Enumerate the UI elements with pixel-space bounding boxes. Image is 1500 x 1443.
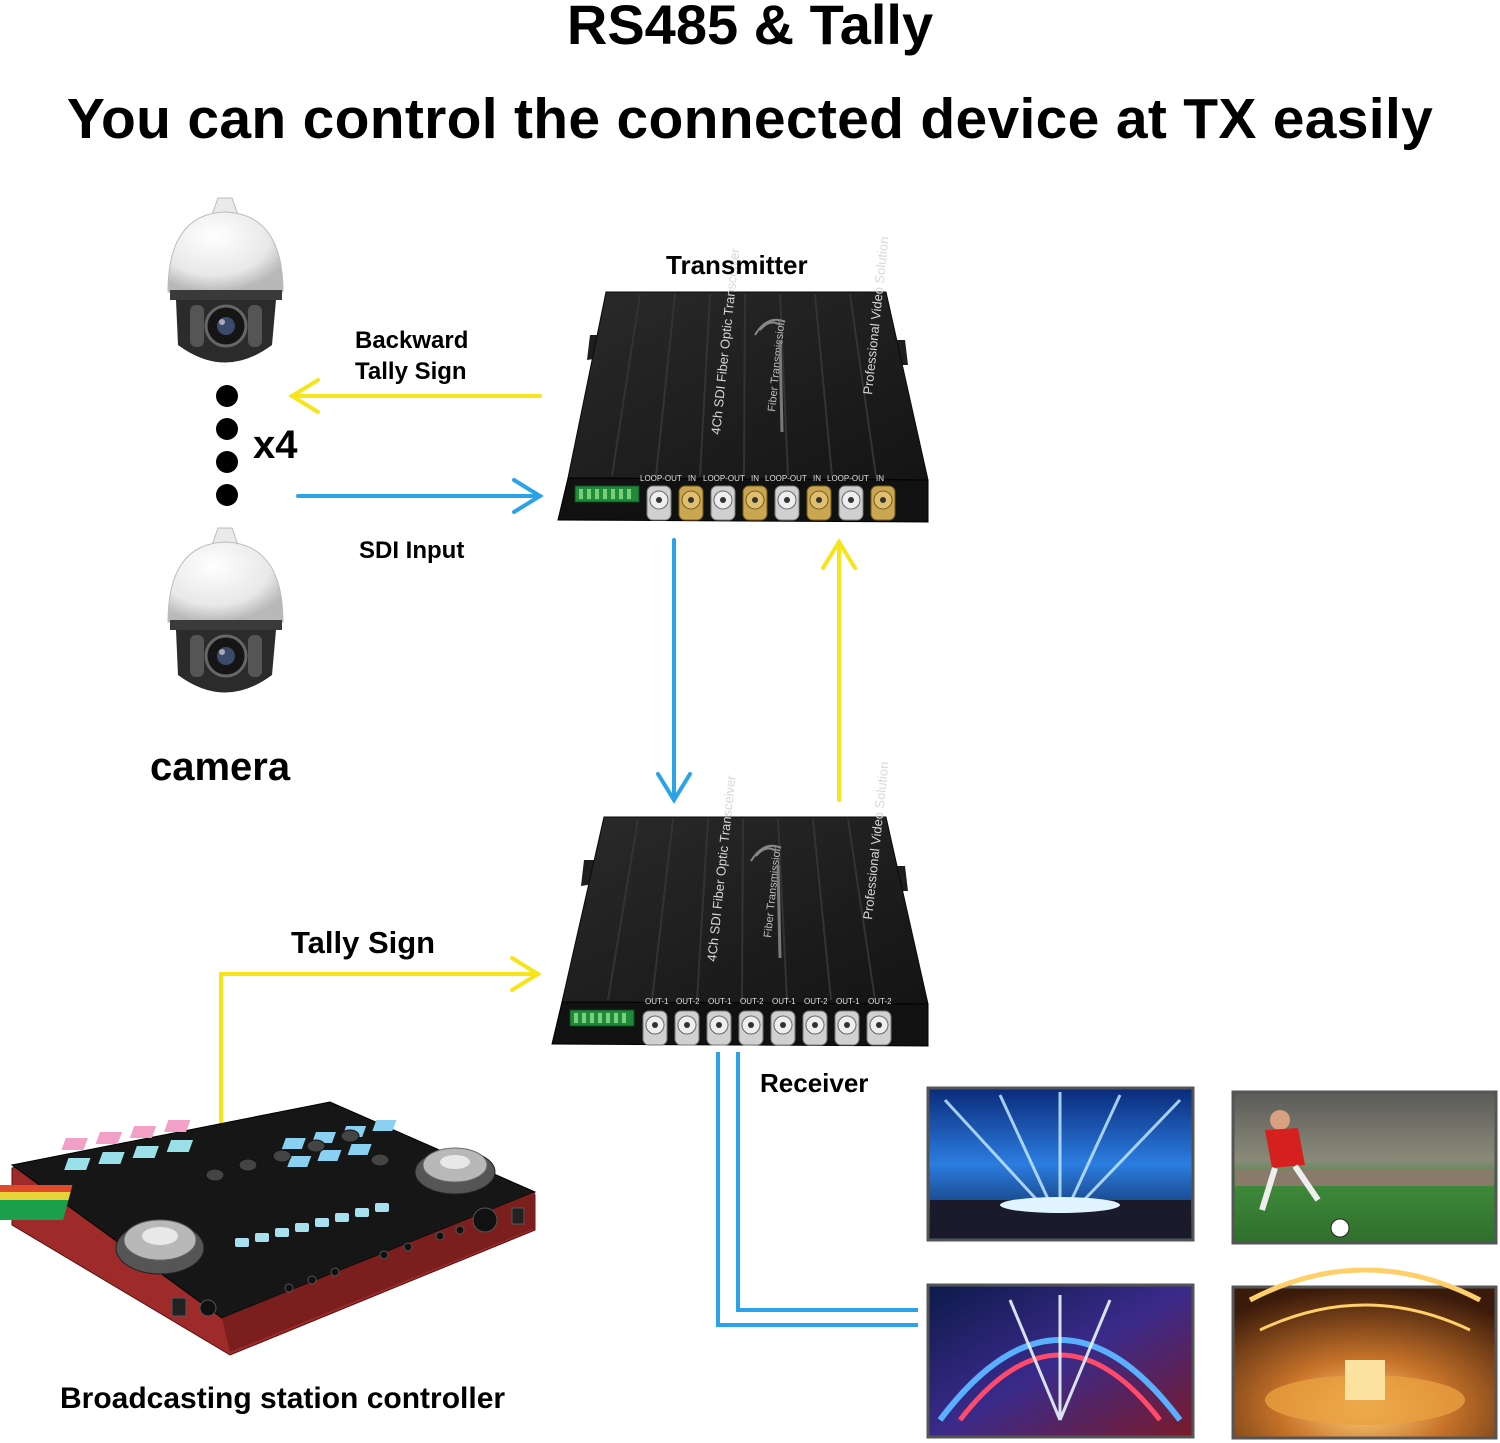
camera-top bbox=[167, 197, 284, 363]
controller-button-row bbox=[235, 1203, 389, 1247]
tx-port-label-3: LOOP-OUT bbox=[703, 474, 745, 483]
rx-port-label-4: OUT-2 bbox=[740, 997, 764, 1006]
tx-port-label-7: LOOP-OUT bbox=[827, 474, 869, 483]
controller-knob-right bbox=[414, 1147, 496, 1195]
tx-port-label-4: IN bbox=[751, 474, 759, 483]
receiver-device: 4Ch SDI Fiber Optic Transceiver Fiber Tr… bbox=[551, 761, 929, 1047]
controller-pads bbox=[61, 1120, 397, 1170]
tx-port-label-1: LOOP-OUT bbox=[640, 474, 682, 483]
backward-tally-label-line2: Tally Sign bbox=[355, 358, 467, 385]
tx-port-label-6: IN bbox=[813, 474, 821, 483]
tx-to-rx-arrow bbox=[656, 538, 692, 804]
backward-tally-label: Backward Tally Sign bbox=[355, 325, 468, 387]
tx-port-label-8: IN bbox=[876, 474, 884, 483]
rx-port-label-7: OUT-1 bbox=[836, 997, 860, 1006]
screen-light-show bbox=[926, 1283, 1195, 1439]
controller-device bbox=[0, 1101, 537, 1356]
rx-port-label-6: OUT-2 bbox=[804, 997, 828, 1006]
rx-port-label-3: OUT-1 bbox=[708, 997, 732, 1006]
tx-port-label-2: IN bbox=[688, 474, 696, 483]
screen-football bbox=[1231, 1090, 1498, 1245]
page-title: RS485 & Tally bbox=[566, 0, 934, 56]
backward-tally-arrow bbox=[288, 378, 542, 414]
camera-bottom bbox=[167, 527, 284, 693]
controller-label: Broadcasting station controller bbox=[60, 1382, 506, 1415]
rx-port-label-8: OUT-2 bbox=[868, 997, 892, 1006]
controller-small-knobs bbox=[205, 1129, 390, 1182]
transmitter-label: Transmitter bbox=[666, 250, 808, 280]
receiver-output-lines bbox=[716, 1052, 918, 1327]
sdi-input-arrow bbox=[296, 478, 544, 514]
rx-bnc-ports bbox=[642, 1010, 892, 1046]
rx-to-tx-tally-arrow bbox=[821, 538, 857, 802]
camera-count-dots bbox=[216, 385, 238, 506]
camera-label: camera bbox=[150, 745, 291, 789]
page-subtitle: You can control the connected device at … bbox=[66, 87, 1434, 151]
screen-stage bbox=[1231, 1267, 1498, 1440]
rx-port-label-5: OUT-1 bbox=[772, 997, 796, 1006]
screen-concert bbox=[926, 1086, 1195, 1242]
tx-bnc-ports bbox=[646, 485, 896, 521]
receiver-label: Receiver bbox=[760, 1068, 869, 1098]
rx-port-label-2: OUT-2 bbox=[676, 997, 700, 1006]
controller-front-jacks bbox=[171, 1207, 525, 1317]
sdi-input-label: SDI Input bbox=[359, 537, 465, 564]
tally-sign-label: Tally Sign bbox=[291, 925, 436, 960]
controller-meters bbox=[0, 1185, 73, 1220]
camera-multiplier: x4 bbox=[253, 423, 298, 467]
tx-port-label-5: LOOP-OUT bbox=[765, 474, 807, 483]
transmitter-device: 4Ch SDI Fiber Optic Transceiver Fiber Tr… bbox=[557, 236, 929, 523]
backward-tally-label-line1: Backward bbox=[355, 327, 469, 354]
controller-knob-left bbox=[115, 1219, 205, 1275]
controller-tally-arrow bbox=[219, 956, 542, 1127]
rx-port-label-1: OUT-1 bbox=[645, 997, 669, 1006]
